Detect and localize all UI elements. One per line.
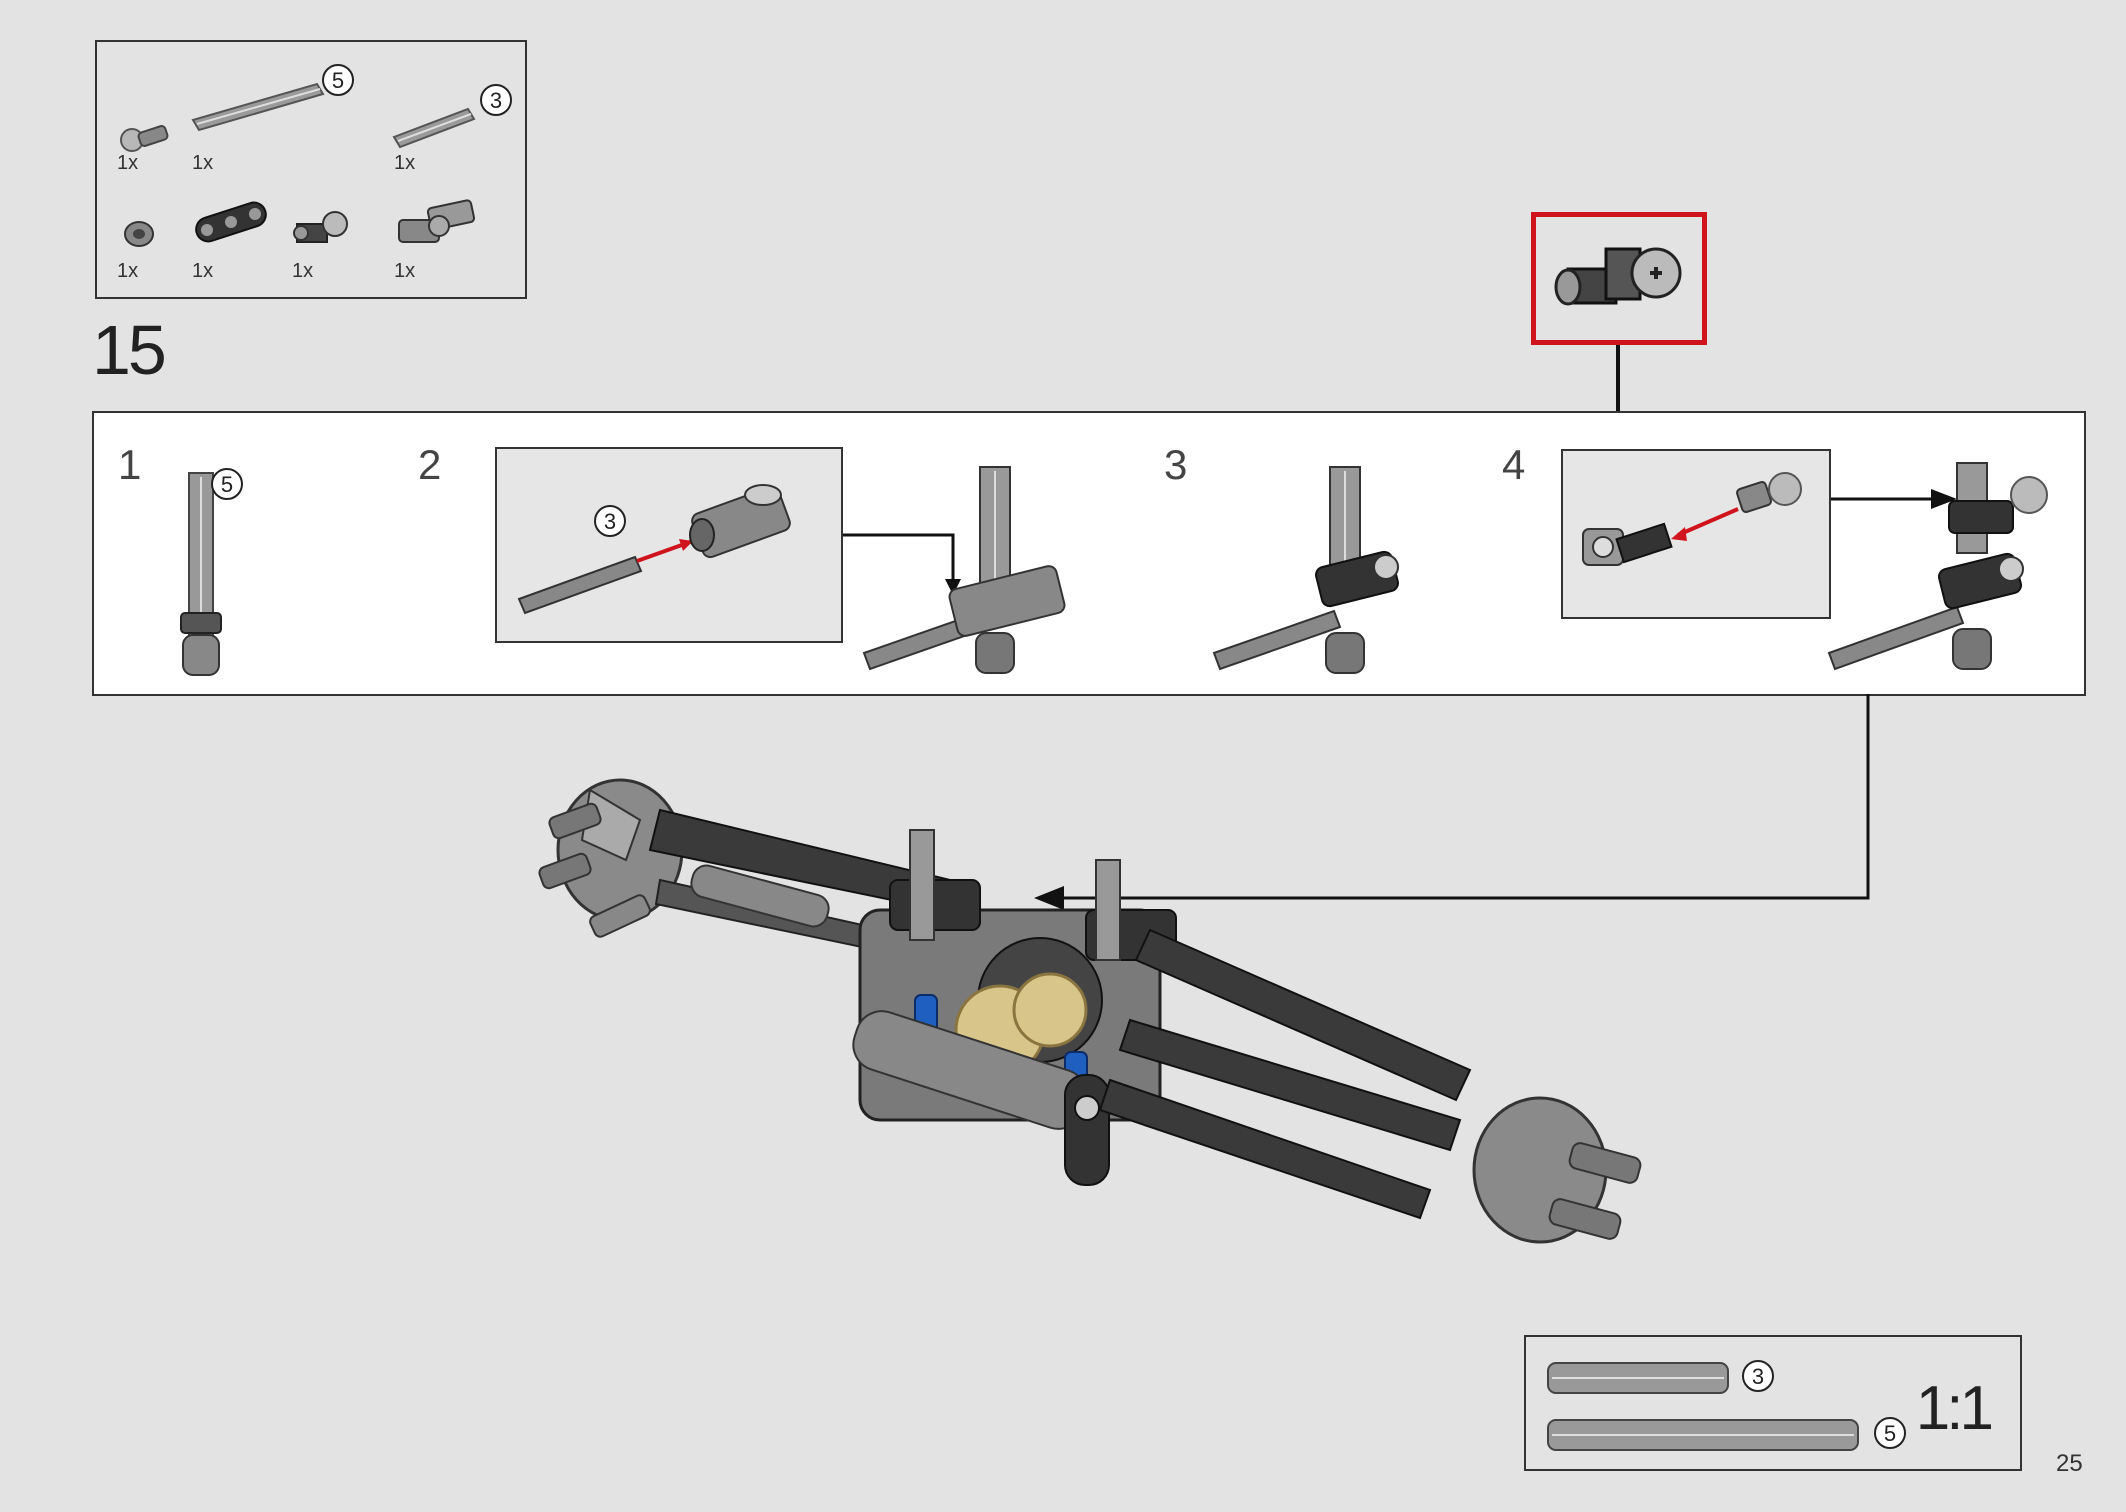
axle-length-badge: 3 [480, 84, 512, 116]
assembly-arrow [1034, 694, 1870, 910]
cross-connector-icon [293, 211, 348, 243]
substep-4-callout [1561, 449, 1831, 619]
axle-length-badge: 5 [322, 64, 354, 96]
substep-number: 3 [1164, 441, 1188, 488]
angle-connector-icon [398, 199, 476, 243]
axle-5-icon [191, 82, 325, 132]
substep-4-arrow [1831, 489, 1957, 509]
part-qty: 1x [192, 152, 214, 174]
ball-pin-into-connector-diagram [1582, 472, 1802, 566]
part-qty: 1x [117, 152, 139, 174]
part-qty: 1x [292, 260, 314, 282]
axle-5-scale-icon [1547, 1419, 1859, 1451]
scale-reference-box: 3 5 1:1 [1524, 1335, 2022, 1471]
parts-list-box: 1x 5 1x 3 1x 1x 1x 1x 1x [95, 40, 527, 299]
substep-3-result [1212, 466, 1399, 674]
substep-2-arrow [843, 533, 961, 595]
highlighted-part-callout [1531, 212, 1707, 345]
axle-length-badge: 3 [1742, 1360, 1774, 1392]
axle-length-badge: 3 [594, 505, 626, 537]
ball-pin-icon [120, 125, 169, 152]
step-number: 15 [92, 311, 167, 389]
cross-connector-icon [1554, 247, 1682, 306]
substep-2-callout: 3 [495, 447, 843, 643]
part-qty: 1x [394, 260, 416, 282]
axle-into-connector-diagram [517, 484, 791, 615]
beam-icon [195, 201, 267, 243]
substep-number: 4 [1502, 441, 1526, 488]
part-qty: 1x [394, 152, 416, 174]
axle-3-scale-icon [1547, 1362, 1729, 1394]
main-assembly-illustration [538, 778, 1642, 1244]
part-qty: 1x [192, 260, 214, 282]
scale-label: 1:1 [1915, 1374, 1994, 1443]
axle-3-icon [392, 107, 476, 149]
substep-number: 1 [118, 441, 142, 488]
axle-length-badge: 5 [211, 468, 243, 500]
substep-2-result [862, 466, 1066, 674]
page-number: 25 [2056, 1450, 2083, 1477]
axle-5-vertical-icon [180, 472, 222, 676]
axle-length-badge: 5 [1874, 1417, 1906, 1449]
bush-icon [124, 221, 154, 247]
substep-4-result [1827, 462, 2048, 671]
part-qty: 1x [117, 260, 139, 282]
substep-number: 2 [418, 441, 442, 488]
substeps-box: 1 5 2 3 3 4 [92, 411, 2086, 696]
